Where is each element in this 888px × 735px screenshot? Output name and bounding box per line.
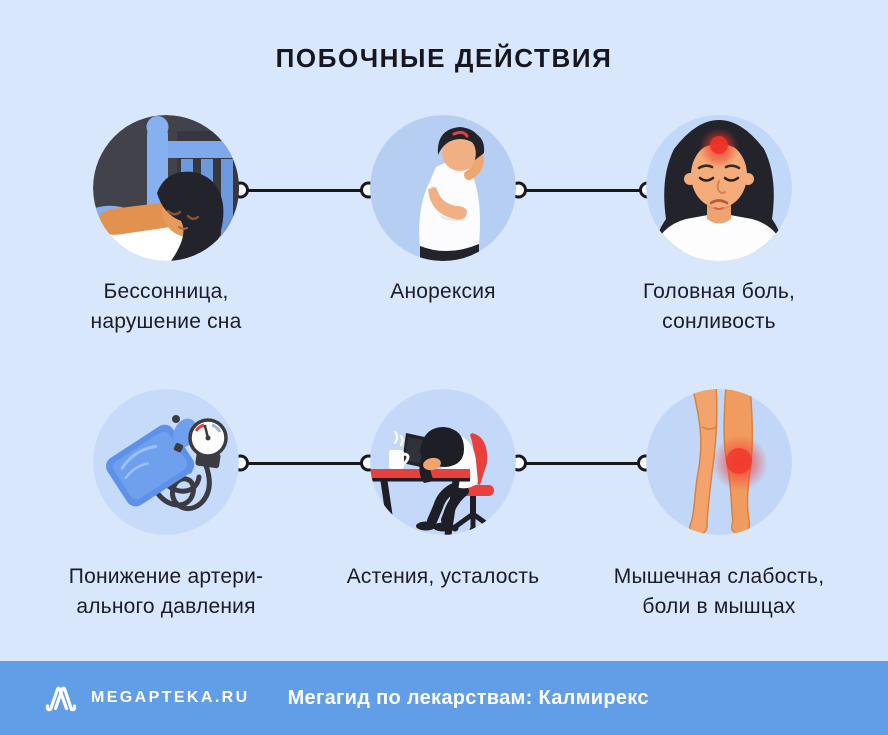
tired-at-desk-icon [370, 389, 516, 535]
caption-line: Бессонница, [103, 280, 229, 303]
footer-bar: MEGAPTEKA.RU Мегагид по лекарствам: Калм… [0, 661, 888, 735]
thin-person-icon [370, 115, 516, 261]
caption-line: боли в мышцах [642, 595, 796, 618]
sleeping-person-icon [93, 115, 239, 261]
anorexia-illustration [370, 115, 516, 261]
caption-blood-pressure: Понижение артери- ального давления [1, 562, 331, 622]
caption-line: ального давления [76, 595, 256, 618]
footer-brand: MEGAPTEKA.RU [91, 689, 250, 706]
caption-headache: Головная боль, сонливость [554, 277, 884, 337]
connector-line [518, 461, 646, 465]
aching-legs-icon [646, 389, 792, 535]
cuff [106, 424, 195, 507]
caption-anorexia: Анорексия [278, 277, 608, 307]
blood-pressure-illustration [93, 389, 239, 535]
headache-woman-icon [646, 115, 792, 261]
caption-line: Понижение артери- [68, 565, 264, 588]
caption-insomnia: Бессонница, нарушение сна [1, 277, 331, 337]
megapteka-m-logo-icon [45, 686, 77, 712]
asthenia-illustration [370, 389, 516, 535]
connector-line [518, 188, 648, 192]
page-title: ПОБОЧНЫЕ ДЕЙСТВИЯ [275, 43, 613, 73]
caption-muscle: Мышечная слабость, боли в мышцах [554, 562, 884, 622]
caption-line: Анорексия [390, 280, 496, 303]
connector-line [240, 188, 369, 192]
blood-pressure-cuff-icon [93, 389, 239, 535]
insomnia-illustration [93, 115, 239, 261]
caption-line: Мышечная слабость, [613, 565, 825, 588]
connector-line [240, 461, 369, 465]
caption-line: сонливость [662, 310, 776, 333]
caption-asthenia: Астения, усталость [278, 562, 608, 592]
caption-line: нарушение сна [90, 310, 242, 333]
pressure-gauge [188, 418, 228, 458]
muscle-pain-illustration [646, 389, 792, 535]
footer-tagline: Мегагид по лекарствам: Калмирекс [287, 686, 649, 709]
headache-illustration [646, 115, 792, 261]
caption-line: Астения, усталость [346, 565, 540, 588]
caption-line: Головная боль, [642, 280, 796, 303]
